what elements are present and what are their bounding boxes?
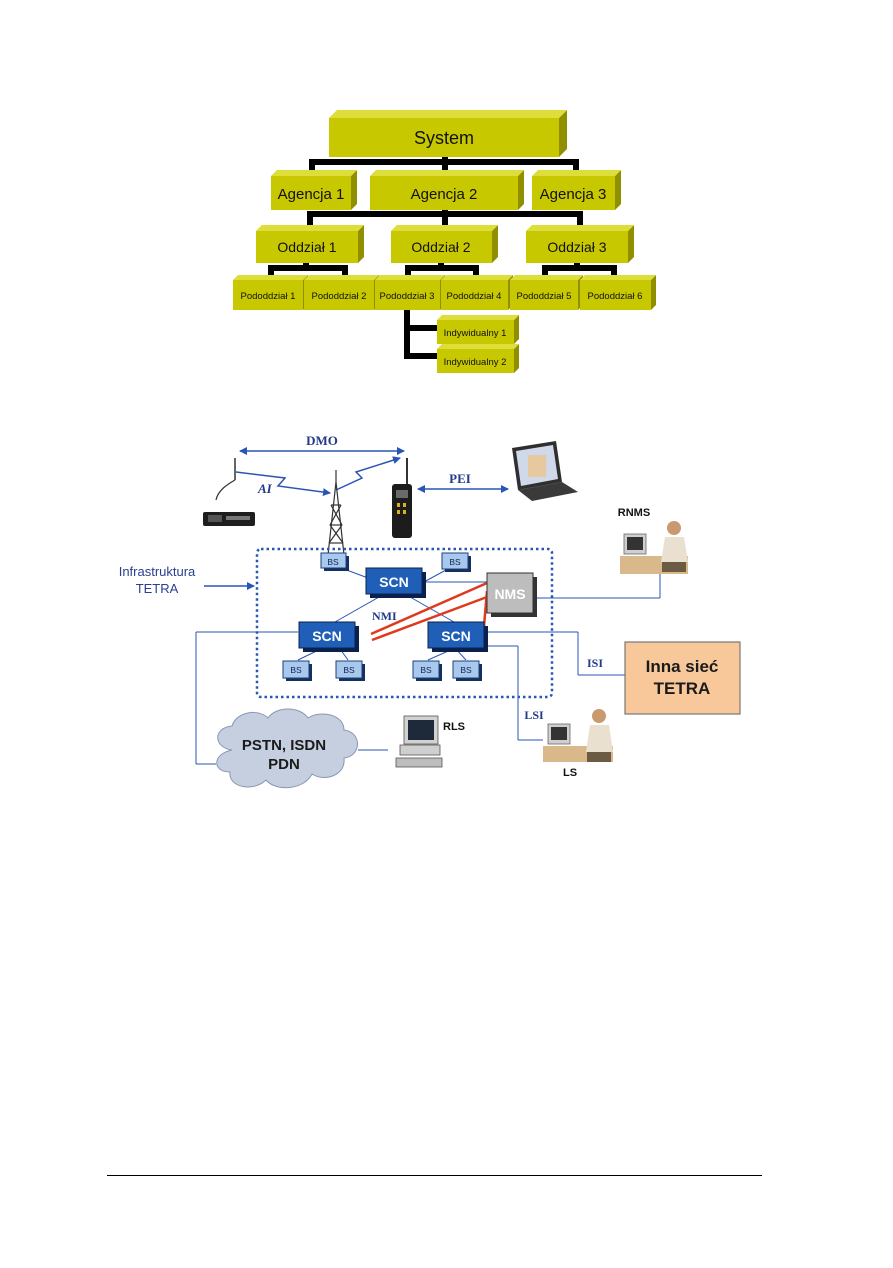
agency-1-label: Agencja 1 [278,186,345,203]
nmi-label: NMI [372,609,397,623]
bs-label: BS [343,665,355,675]
antenna-tower-icon [327,470,345,556]
rnms-label: RNMS [618,507,650,519]
scn-label: SCN [441,628,471,644]
handheld-radio-icon [392,458,412,538]
subdivision-5-label: Pododdział 5 [517,291,572,302]
node-subdivision-3: Pododdział 3 [375,275,445,310]
individual-1-label: Indywidualny 1 [444,328,507,339]
node-subdivision-6: Pododdział 6 [580,275,656,310]
node-division-3: Oddział 3 [526,225,634,263]
bs-label: BS [327,557,339,567]
bs-node-1: BS [320,552,349,571]
ls-label: LS [563,767,577,779]
rls-label: RLS [443,721,465,733]
subdivision-2-label: Pododdział 2 [312,291,367,302]
pstn-cloud: PSTN, ISDN PDN [216,708,358,789]
agency-3-label: Agencja 3 [540,186,607,203]
scn-label: SCN [312,628,342,644]
node-division-2: Oddział 2 [391,225,498,263]
cloud-line2: PDN [268,756,300,773]
ai-label: AI [257,481,273,496]
network-links [195,565,661,765]
dmo-link: DMO [239,433,405,455]
rnms-operator-icon [620,521,688,574]
bs-label: BS [449,557,461,567]
laptop-icon [512,441,578,501]
bs-node-6: BS [452,660,482,681]
bs-label: BS [460,665,472,675]
infra-label-line2: TETRA [136,581,179,596]
division-1-label: Oddział 1 [277,239,336,255]
rls-computer-icon [395,715,443,768]
lsi-label: LSI [524,708,544,722]
scn-node-left: SCN [298,621,359,652]
ls-operator-icon [543,709,613,762]
node-subdivision-4: Pododdział 4 [441,275,513,310]
scn-node-right: SCN [427,621,488,652]
bs-label: BS [290,665,302,675]
division-3-label: Oddział 3 [547,239,606,255]
node-subdivision-1: Pododdział 1 [233,275,308,310]
node-agency-3: Agencja 3 [532,170,621,210]
dmo-label: DMO [306,433,338,448]
infrastructure-boundary [255,547,554,699]
agency-2-label: Agencja 2 [411,186,478,203]
node-system: System [329,110,567,157]
cloud-line1: PSTN, ISDN [242,737,326,754]
pei-link: PEI [417,471,509,493]
node-agency-2: Agencja 2 [370,170,524,210]
bs-label: BS [420,665,432,675]
subdivision-3-label: Pododdział 3 [380,291,435,302]
other-net-line2: TETRA [654,679,711,698]
node-subdivision-5: Pododdział 5 [510,275,583,310]
node-division-1: Oddział 1 [256,225,364,263]
subdivision-4-label: Pododdział 4 [447,291,502,302]
nms-node: NMS [486,572,537,617]
other-net-line1: Inna sieć [646,657,719,676]
node-agency-1: Agencja 1 [271,170,357,210]
node-subdivision-2: Pododdział 2 [304,275,379,310]
bs-node-5: BS [412,660,442,681]
individual-2-label: Indywidualny 2 [444,357,507,368]
bs-node-3: BS [282,660,312,681]
nms-label: NMS [494,586,525,602]
subdivision-6-label: Pododdział 6 [588,291,643,302]
scn-node-top: SCN [365,567,426,598]
infra-label-line1: Infrastruktura [119,564,196,579]
vehicle-radio-icon [203,458,255,526]
bs-node-2: BS [441,552,471,572]
footer-rule [107,1175,762,1176]
other-tetra-network: Inna sieć TETRA [624,641,741,715]
node-individual-1: Indywidualny 1 [437,315,519,344]
node-individual-2: Indywidualny 2 [437,344,519,373]
system-label: System [414,128,474,148]
isi-label: ISI [587,656,603,670]
pei-label: PEI [449,471,471,486]
hierarchy-diagram: System Agencja 1 Agencja 2 Agencja 3 Odd [233,110,656,373]
division-2-label: Oddział 2 [411,239,470,255]
air-interface-links [235,456,401,497]
bs-node-4: BS [335,660,365,681]
scn-label: SCN [379,574,409,590]
network-diagram: DMO AI [119,433,741,789]
subdivision-1-label: Pododdział 1 [241,291,296,302]
